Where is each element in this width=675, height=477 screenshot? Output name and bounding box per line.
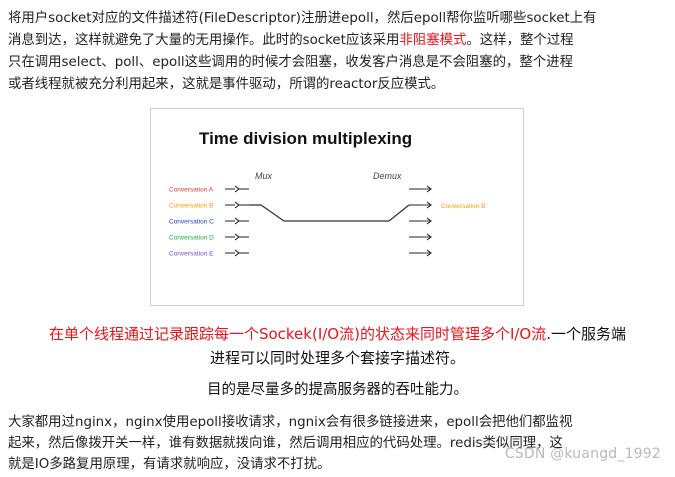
input-arrowhead <box>234 217 240 225</box>
tdm-figure: Time division multiplexing Mux Demux Con… <box>150 108 524 306</box>
summary-red-highlight: 在单个线程通过记录跟踪每一个Sockek(I/O流)的状态来同时管理多个I/O流 <box>48 325 547 343</box>
input-conversation-label: Conversation D <box>169 235 214 242</box>
summary-line-1: 在单个线程通过记录跟踪每一个Sockek(I/O流)的状态来同时管理多个I/O流… <box>0 322 675 346</box>
intro-line-3: 只在调用select、poll、epoll这些调用的时候才会阻塞，收发客户消息是… <box>8 55 573 70</box>
intro-line-2: 消息到达，这样就避免了大量的无用操作。此时的socket应该采用非阻塞模式。这样… <box>8 30 668 52</box>
outro-line-1: 大家都用过nginx，nginx使用epoll接收请求，ngnix会有很多链接进… <box>8 415 573 430</box>
input-arrowhead <box>234 233 240 241</box>
demux-output-arrow <box>421 249 432 257</box>
demux-output-arrow <box>421 217 432 225</box>
outro-line-2: 起来，然后像拨开关一样，谁有数据就拨向谁，然后调用相应的代码处理。redis类似… <box>8 436 563 451</box>
intro-paragraph: 将用户socket对应的文件描述符(FileDescriptor)注册进epol… <box>8 8 668 96</box>
figure-title: Time division multiplexing <box>199 129 413 148</box>
intro-line-2-end: 。这样，整个过程 <box>466 33 574 48</box>
demux-output-arrow <box>421 185 432 193</box>
intro-line-4: 或者线程就被充分利用起来，这就是事件驱动，所谓的reactor反应模式。 <box>8 77 445 92</box>
demux-switch-arm <box>388 204 410 222</box>
input-arrowhead <box>234 185 240 193</box>
demux-output-arrow <box>421 233 432 241</box>
summary-line-3: 目的是尽量多的提高服务器的吞吐能力。 <box>207 382 468 398</box>
summary-line-2: 进程可以同时处理多个套接字描述符。 <box>209 349 465 367</box>
intro-line-2-start: 消息到达，这样就避免了大量的无用操作。此时的socket应该采用 <box>8 33 400 48</box>
outro-line-3: 就是IO多路复用原理，有请求就响应，没请求不打扰。 <box>8 457 331 472</box>
summary-line-1-end: .一个服务端 <box>546 325 627 343</box>
input-conversation-label: Conversation C <box>169 219 214 226</box>
demux-label: Demux <box>373 171 402 181</box>
mux-label: Mux <box>255 171 273 181</box>
mux-switch-arm <box>260 204 285 222</box>
input-conversation-label: Conversation E <box>169 251 214 258</box>
input-arrowhead <box>234 249 240 257</box>
input-conversation-label: Conversation B <box>169 203 213 210</box>
outro-paragraph: 大家都用过nginx，nginx使用epoll接收请求，ngnix会有很多链接进… <box>8 412 668 475</box>
non-blocking-mode-highlight: 非阻塞模式 <box>399 33 467 48</box>
csdn-watermark: CSDN @kuangd_1992 <box>504 446 661 462</box>
demux-output-arrow <box>421 201 432 209</box>
output-conversation-label: Conversation B <box>441 203 485 210</box>
input-arrowhead <box>234 201 240 209</box>
tdm-diagram: Mux Demux Conversation A Conversation B Co… <box>169 171 485 258</box>
intro-line-1: 将用户socket对应的文件描述符(FileDescriptor)注册进epol… <box>8 11 597 26</box>
input-conversation-label: Conversation A <box>169 187 214 194</box>
